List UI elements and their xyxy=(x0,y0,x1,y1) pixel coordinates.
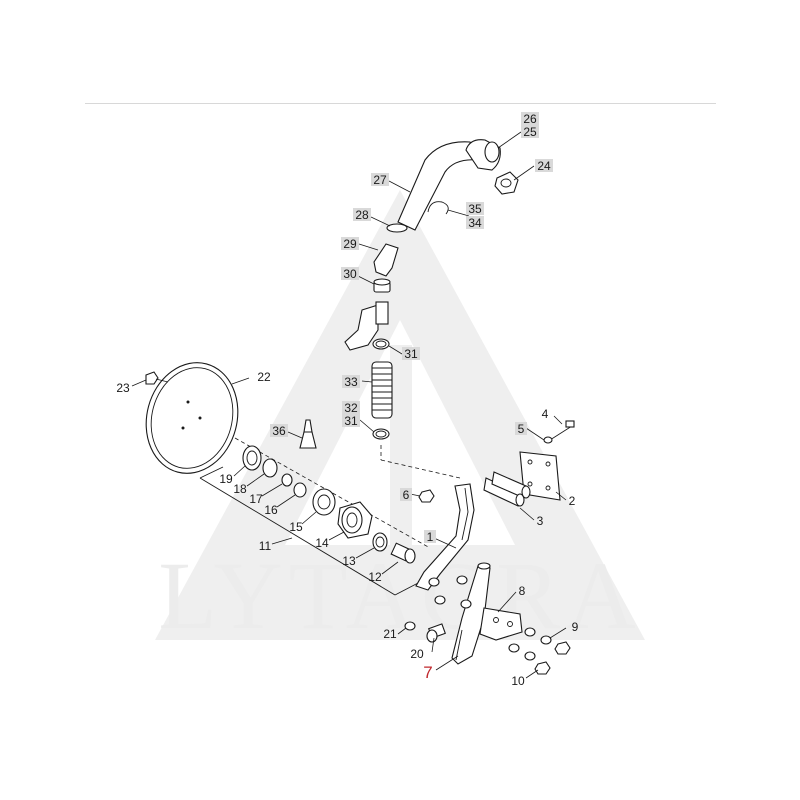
label-4: 4 xyxy=(542,407,549,421)
part-14-hub xyxy=(337,501,373,539)
leader-lines xyxy=(131,131,567,679)
label-36: 36 xyxy=(272,424,286,438)
part-18-ring xyxy=(262,458,278,478)
label-27: 27 xyxy=(373,173,387,187)
label-35: 35 xyxy=(468,202,482,216)
part-9-washers xyxy=(524,627,571,655)
part-31-upper-clip xyxy=(372,338,390,350)
part-13-seal xyxy=(372,532,388,552)
part-6-nut xyxy=(418,489,435,503)
label-highlights xyxy=(270,112,553,543)
part-1-arm xyxy=(415,483,475,591)
label-3: 3 xyxy=(537,514,544,528)
label-34: 34 xyxy=(468,216,482,230)
part-19-seal xyxy=(242,445,262,471)
label-6: 6 xyxy=(403,488,410,502)
label-25: 25 xyxy=(523,125,537,139)
arm-washers xyxy=(428,575,472,609)
part-34-35-snap-ring xyxy=(427,201,449,215)
label-2: 2 xyxy=(569,494,576,508)
part-5-washer xyxy=(543,436,553,444)
part-17-ring xyxy=(281,473,293,487)
part-15-bearing xyxy=(312,488,336,516)
part-4-bolt xyxy=(549,420,575,441)
part-12-spindle xyxy=(390,542,416,564)
header-divider xyxy=(85,103,716,104)
label-16: 16 xyxy=(264,503,278,517)
part-labels: 26 25 24 27 28 35 34 29 30 31 33 32 31 2… xyxy=(116,112,578,688)
label-14: 14 xyxy=(315,536,329,550)
part-29-elbow xyxy=(373,243,399,277)
part-25-26-clamp xyxy=(465,139,501,171)
label-23: 23 xyxy=(116,381,130,395)
label-31-upper: 31 xyxy=(404,347,418,361)
label-18: 18 xyxy=(233,482,247,496)
part-7-scraper xyxy=(451,562,491,665)
part-3-pins xyxy=(483,471,531,507)
label-22: 22 xyxy=(257,370,271,384)
disc-axis xyxy=(234,437,431,549)
part-30-collar xyxy=(373,278,391,293)
label-33: 33 xyxy=(344,375,358,389)
label-32: 32 xyxy=(344,401,358,415)
part-28-washer xyxy=(386,223,408,233)
part-8-plate xyxy=(479,607,523,641)
label-21: 21 xyxy=(383,627,397,641)
part-31-lower-clip xyxy=(372,428,390,440)
label-17: 17 xyxy=(249,492,263,506)
label-5: 5 xyxy=(518,422,525,436)
part-33-bellows-hose xyxy=(371,361,393,419)
label-11: 11 xyxy=(259,539,272,553)
label-29: 29 xyxy=(343,237,357,251)
label-9: 9 xyxy=(572,620,579,634)
label-26: 26 xyxy=(523,112,537,126)
label-19: 19 xyxy=(219,472,233,486)
bracket-block xyxy=(375,301,389,325)
part-24-nut xyxy=(494,171,519,195)
label-28: 28 xyxy=(355,208,369,222)
label-10: 10 xyxy=(511,674,525,688)
part-10-nut xyxy=(508,643,551,675)
label-12: 12 xyxy=(368,570,382,584)
label-15: 15 xyxy=(289,520,303,534)
part-21-washer xyxy=(404,621,416,631)
label-31-lower: 31 xyxy=(344,414,358,428)
part-23-bolt xyxy=(145,371,169,385)
part-22-disc xyxy=(145,362,239,474)
part-2-bracket xyxy=(519,451,561,501)
label-20: 20 xyxy=(410,647,424,661)
part-16-ring xyxy=(293,482,307,498)
label-24: 24 xyxy=(537,159,551,173)
part-20-bolt xyxy=(426,623,446,643)
hub-assembly-frame xyxy=(199,466,421,596)
watermark-text: LYTAGRA xyxy=(158,542,641,649)
label-7: 7 xyxy=(423,663,432,682)
part-36-grease-cap xyxy=(299,419,317,449)
label-8: 8 xyxy=(519,584,526,598)
label-13: 13 xyxy=(342,554,356,568)
label-30: 30 xyxy=(343,267,357,281)
label-1: 1 xyxy=(427,530,434,544)
